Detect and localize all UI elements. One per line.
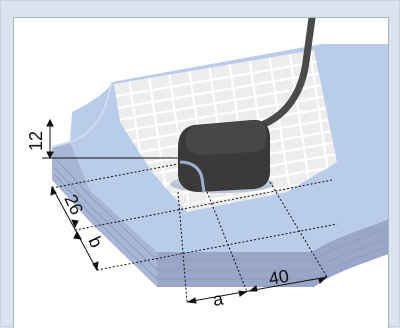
sensor-top-face [186,120,266,155]
sensor-mounting-diagram: 12 26 b a 40 [26,18,388,310]
dimension-width-right-label: 40 [267,266,290,289]
dimension-width-left-label: a [211,288,225,310]
slab-layer-lines [53,156,388,280]
diagram-panel: 12 26 b a 40 [13,17,389,328]
dimension-lines [42,118,338,304]
sensor-edge-highlight [179,160,206,193]
dimension-depth-rear-label: b [84,233,106,251]
slab-front-side [52,142,157,287]
sensor-icon [170,119,274,193]
dimension-height-label: 12 [26,131,46,151]
cable-icon [260,18,316,128]
